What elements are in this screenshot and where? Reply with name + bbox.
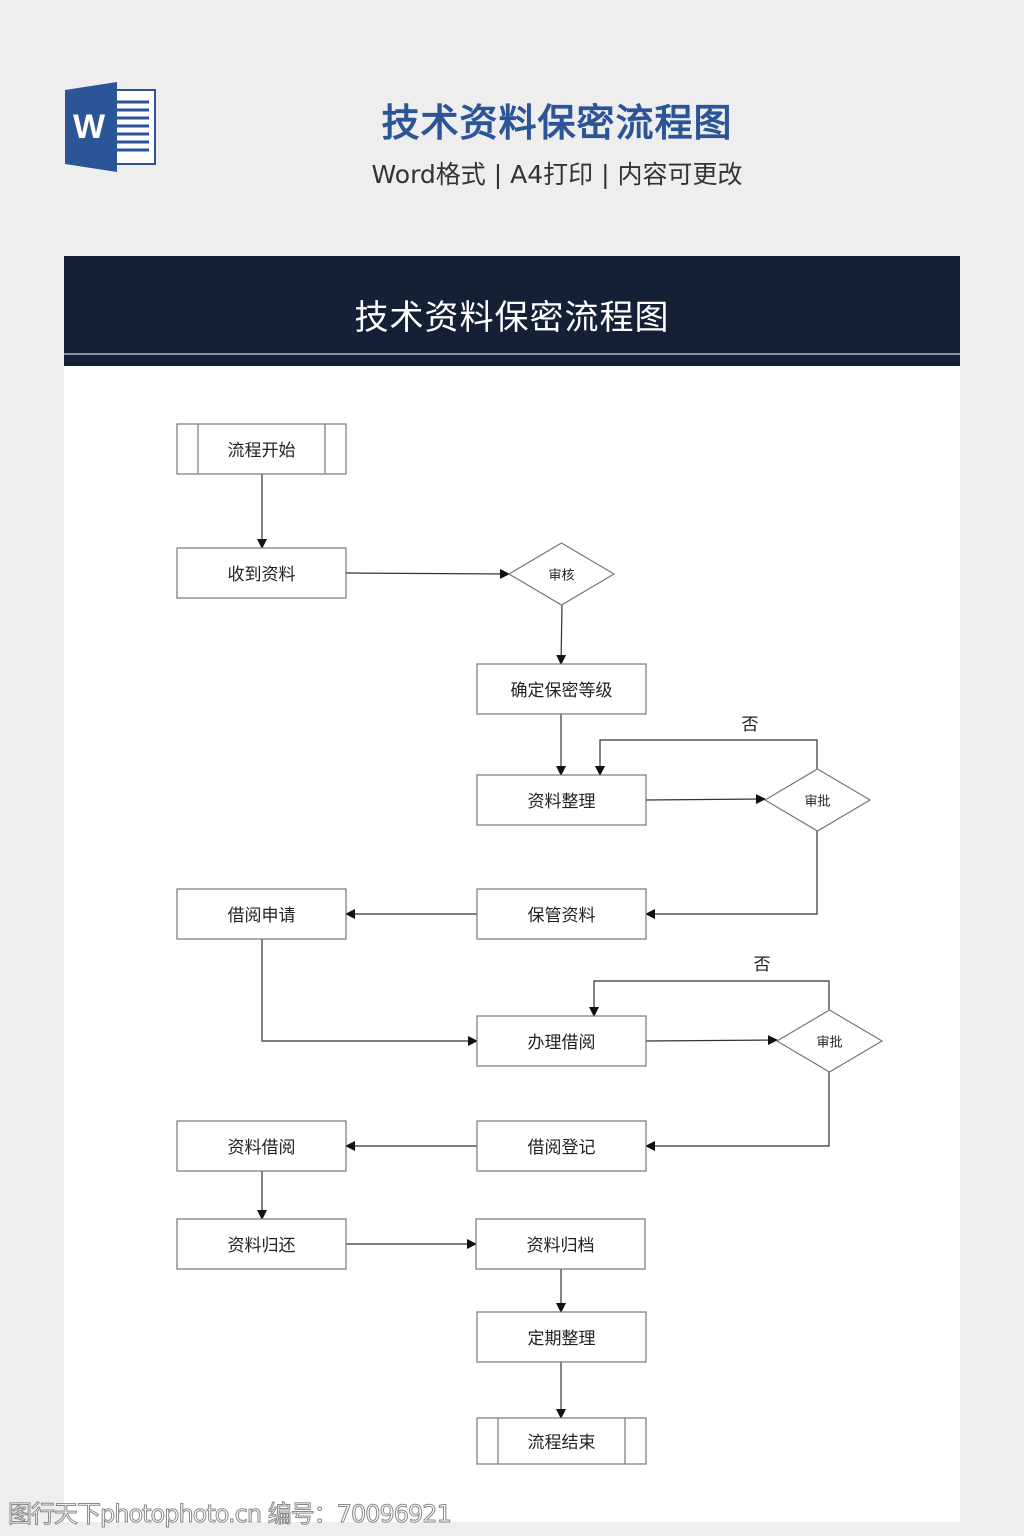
banner-divider — [64, 353, 960, 355]
node-label: 审核 — [548, 569, 574, 584]
header-title: 技术资料保密流程图 — [381, 101, 733, 145]
flow-node-regular: 定期整理 — [476, 1311, 647, 1363]
node-label: 办理借阅 — [528, 1033, 596, 1053]
decision-shape — [775, 1009, 884, 1073]
node-label: 保管资料 — [528, 906, 596, 926]
node-label: 审批 — [804, 795, 830, 810]
flow-arrow-approve2-to-register — [645, 1072, 830, 1151]
node-label: 资料归还 — [228, 1236, 296, 1256]
flow-node-level: 确定保密等级 — [476, 663, 647, 715]
flow-node-return: 资料归还 — [176, 1218, 347, 1270]
process-shape — [176, 1218, 347, 1270]
edge-label-no: 否 — [754, 955, 771, 975]
process-shape — [176, 888, 347, 940]
process-shape — [476, 1015, 647, 1067]
node-label: 审批 — [816, 1036, 842, 1051]
node-label: 借阅登记 — [528, 1138, 596, 1158]
process-shape — [476, 1311, 647, 1363]
flow-node-start: 流程开始 — [176, 423, 347, 475]
word-document-icon: W — [65, 82, 156, 172]
flow-node-organize: 资料整理 — [476, 774, 647, 826]
flow-node-archive: 资料归档 — [475, 1218, 646, 1270]
node-label: 资料借阅 — [228, 1138, 296, 1158]
flow-arrow-approve1-to-organize — [595, 739, 818, 776]
flow-node-end: 流程结束 — [476, 1417, 647, 1465]
flow-arrow-review-to-level — [556, 604, 567, 665]
banner: 技术资料保密流程图 — [64, 256, 960, 366]
process-shape — [176, 547, 347, 599]
flow-node-register: 借阅登记 — [476, 1120, 647, 1172]
process-shape — [475, 1218, 646, 1270]
terminal-shape — [476, 1417, 647, 1465]
flow-arrow-approve2-to-handle — [589, 980, 830, 1017]
flow-node-handle: 办理借阅 — [476, 1015, 647, 1067]
process-shape — [176, 1120, 347, 1172]
node-label: 定期整理 — [528, 1329, 596, 1349]
node-label: 借阅申请 — [228, 906, 296, 926]
banner-title: 技术资料保密流程图 — [354, 298, 670, 338]
node-label: 确定保密等级 — [511, 681, 613, 701]
process-shape — [476, 888, 647, 940]
flow-node-review: 审核 — [507, 542, 616, 606]
flow-arrow-apply-to-handle — [261, 939, 478, 1046]
flow-node-keep: 保管资料 — [476, 888, 647, 940]
decision-shape — [763, 768, 872, 832]
node-label: 资料归档 — [527, 1236, 595, 1256]
flow-arrow-organize-to-approve1 — [645, 794, 766, 805]
flow-node-apply: 借阅申请 — [176, 888, 347, 940]
svg-text:W: W — [73, 108, 106, 146]
flow-node-approve1: 审批 — [763, 768, 872, 832]
edge-label-no: 否 — [742, 715, 759, 735]
flow-arrow-receive-to-review — [345, 568, 510, 579]
node-label: 资料整理 — [528, 792, 596, 812]
process-shape — [476, 663, 647, 715]
header-subtitle: Word格式 | A4打印 | 内容可更改 — [371, 160, 743, 189]
flow-node-approve2: 审批 — [775, 1009, 884, 1073]
node-label: 收到资料 — [228, 565, 296, 585]
process-shape — [476, 1120, 647, 1172]
flow-arrow-approve1-to-keep — [645, 831, 818, 919]
flow-node-borrow: 资料借阅 — [176, 1120, 347, 1172]
node-label: 流程开始 — [228, 441, 296, 461]
flow-node-receive: 收到资料 — [176, 547, 347, 599]
process-shape — [476, 774, 647, 826]
decision-shape — [507, 542, 616, 606]
node-label: 流程结束 — [528, 1433, 596, 1453]
terminal-shape — [176, 423, 347, 475]
flow-arrow-handle-to-approve2 — [645, 1035, 778, 1046]
watermark: 图行天下photophoto.cn 编号：70096921 — [8, 1500, 453, 1529]
